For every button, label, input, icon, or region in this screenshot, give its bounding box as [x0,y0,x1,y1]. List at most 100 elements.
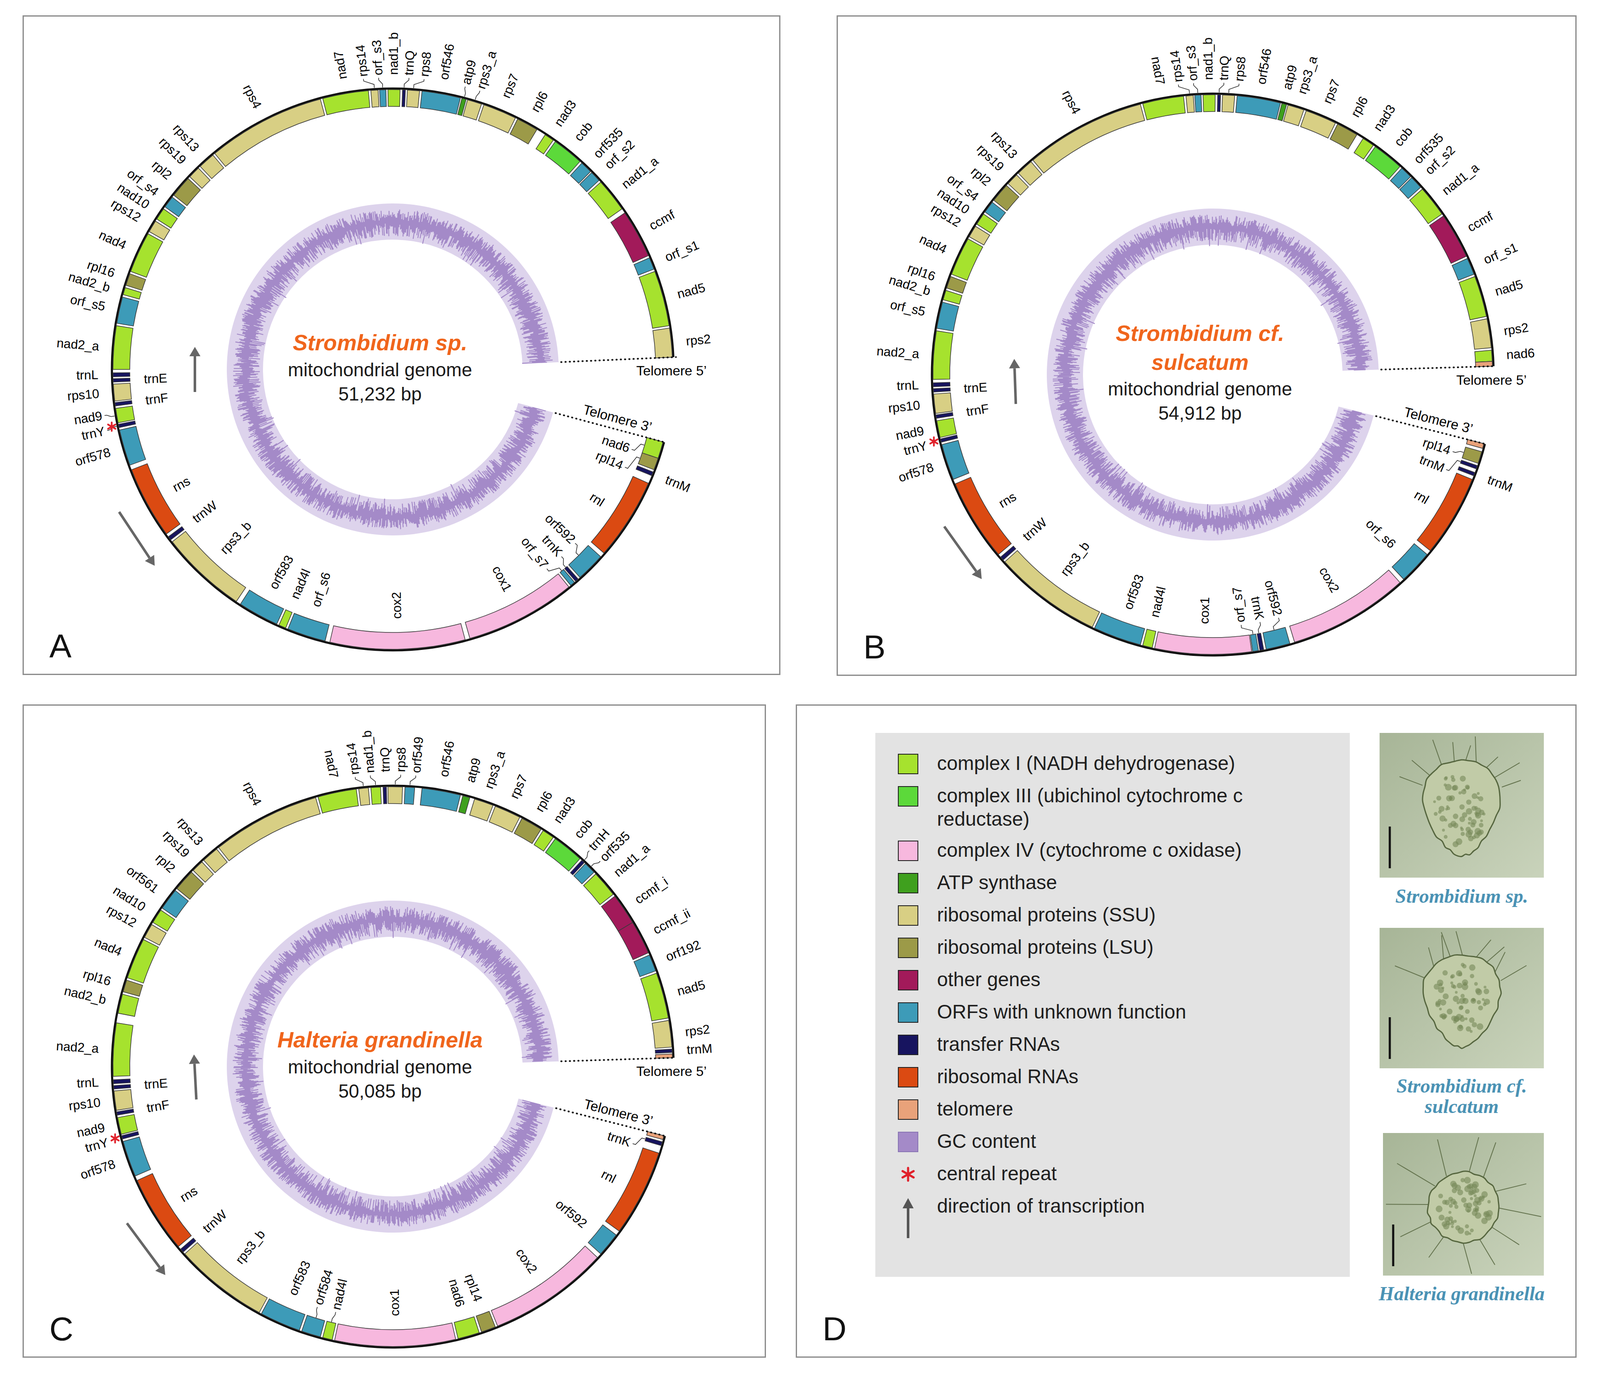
transcription-arrow [126,1222,160,1268]
gene-label: orf_s5 [68,292,107,315]
cell-granule [1474,1188,1480,1193]
gene-label: atp9 [462,756,484,785]
gene-label: trnQ [401,50,418,76]
gene-label: cox2 [389,591,405,619]
cell-granule [1450,974,1455,979]
cell-granule [1465,1008,1470,1014]
legend-row: ribosomal proteins (LSU) [897,935,1341,959]
genome-title: mitochondrial genome [288,1054,473,1079]
species-name: Strombidium sp. [248,328,512,358]
cell-granule [1442,993,1449,1000]
cell-granule [1465,808,1473,815]
leader-line [546,568,562,572]
gene-segment [1330,124,1358,150]
gene-label: trnY [80,423,107,443]
cell-granule [1458,1005,1464,1011]
cell-granule [1465,784,1470,789]
gene-label: orf_s5 [888,297,927,320]
leader-line [584,850,590,860]
legend-text: telomere [937,1097,1338,1121]
gene-segment [406,89,420,108]
gene-label: rps2 [685,331,712,349]
gene-label: rpl6 [528,88,552,115]
cell-granule [1448,794,1455,801]
genome-title: mitochondrial genome [288,357,473,382]
gene-label: nad4 [96,227,129,253]
gene-label: orf_s6 [1362,516,1399,552]
leader-line [363,78,375,88]
gene-label: trnL [76,1074,99,1091]
gene-label: rps2 [684,1021,711,1040]
gene-segment [488,805,520,832]
gene-label: nad7 [330,49,350,81]
gc-content-plot [233,209,553,530]
cell-granule [1483,988,1489,995]
cell-granule [1481,1217,1488,1224]
gene-label: nad7 [321,748,342,780]
gene-label: rps7 [498,71,522,100]
gene-label: trnQ [1216,55,1233,81]
leader-line [1273,617,1280,630]
gene-segment [465,573,569,639]
legend-text: transfer RNAs [937,1032,1338,1056]
cell-granule [1459,1005,1464,1010]
cell-granule [1474,805,1478,810]
cell-granule [1462,963,1467,969]
gene-segment [1032,104,1145,174]
cell-granule [1471,793,1478,799]
species-name: Strombidium cf. sulcatum [1097,319,1303,377]
legend-swatch [897,785,919,807]
genome-size: 50,085 bp [338,1078,422,1103]
gene-label: cox2 [512,1245,540,1277]
gene-label: trnF [965,401,990,420]
photo-caption: Strombidium sp. [1376,885,1547,907]
gc-band [226,203,559,536]
legend-text: GC content [937,1129,1338,1153]
gene-label: rps10 [887,397,921,416]
legend-text: ATP synthase [937,870,1338,895]
gene-segment [329,623,466,650]
gene-segment [510,119,538,145]
gene-label: nad5 [675,977,707,999]
gene-label: orf_s1 [1481,240,1520,268]
telomere-label: Telomere 3’ [581,401,654,435]
legend-swatch [897,937,919,958]
genome-map [110,774,676,1349]
genome-caption: Strombidium sp.mitochondrial genome51,23… [248,328,512,406]
gene-label: nad3 [550,794,579,826]
leader-line [1228,83,1240,93]
cell-granule [1465,785,1470,790]
gene-label: nad3 [1370,102,1399,135]
gene-label: rns [996,489,1020,512]
cell-granule [1476,1000,1481,1005]
gc-content-plot [1052,214,1373,535]
gene-label: orf578 [896,459,936,485]
gene-label: cob [571,119,596,145]
gene-label: rps10 [66,386,100,404]
gene-segment [334,1322,456,1346]
genome-caption: Strombidium cf. sulcatummitochondrial ge… [1097,319,1303,426]
legend-swatch [897,969,919,991]
cell-granule [1448,822,1454,829]
cell-body [1427,1171,1499,1243]
cell-granule [1460,827,1464,832]
gene-label: orf583 [285,1258,314,1298]
cell-granule [1457,1227,1464,1234]
ciliate-photo [1382,1132,1544,1276]
gene-label: trnM [1485,472,1515,496]
gene-label: ccmf [1464,208,1496,235]
gene-label: rps2 [1502,320,1530,339]
legend-box [875,732,1350,1277]
gene-segment [131,463,180,534]
gene-label: cox1 [1196,596,1213,625]
cell-granule [1482,812,1486,816]
gene-segment [322,90,370,115]
cell-granule [1461,1197,1467,1203]
legend-swatch [897,905,919,926]
gene-label: nad2_a [56,335,100,354]
gene-segment [113,1022,134,1077]
genome-caption: Halteria grandinellamitochondrial genome… [231,1025,529,1103]
cell-granule [1452,995,1460,1003]
legend-row: ORFs with unknown function [897,1000,1341,1024]
cell-body [1422,954,1501,1049]
